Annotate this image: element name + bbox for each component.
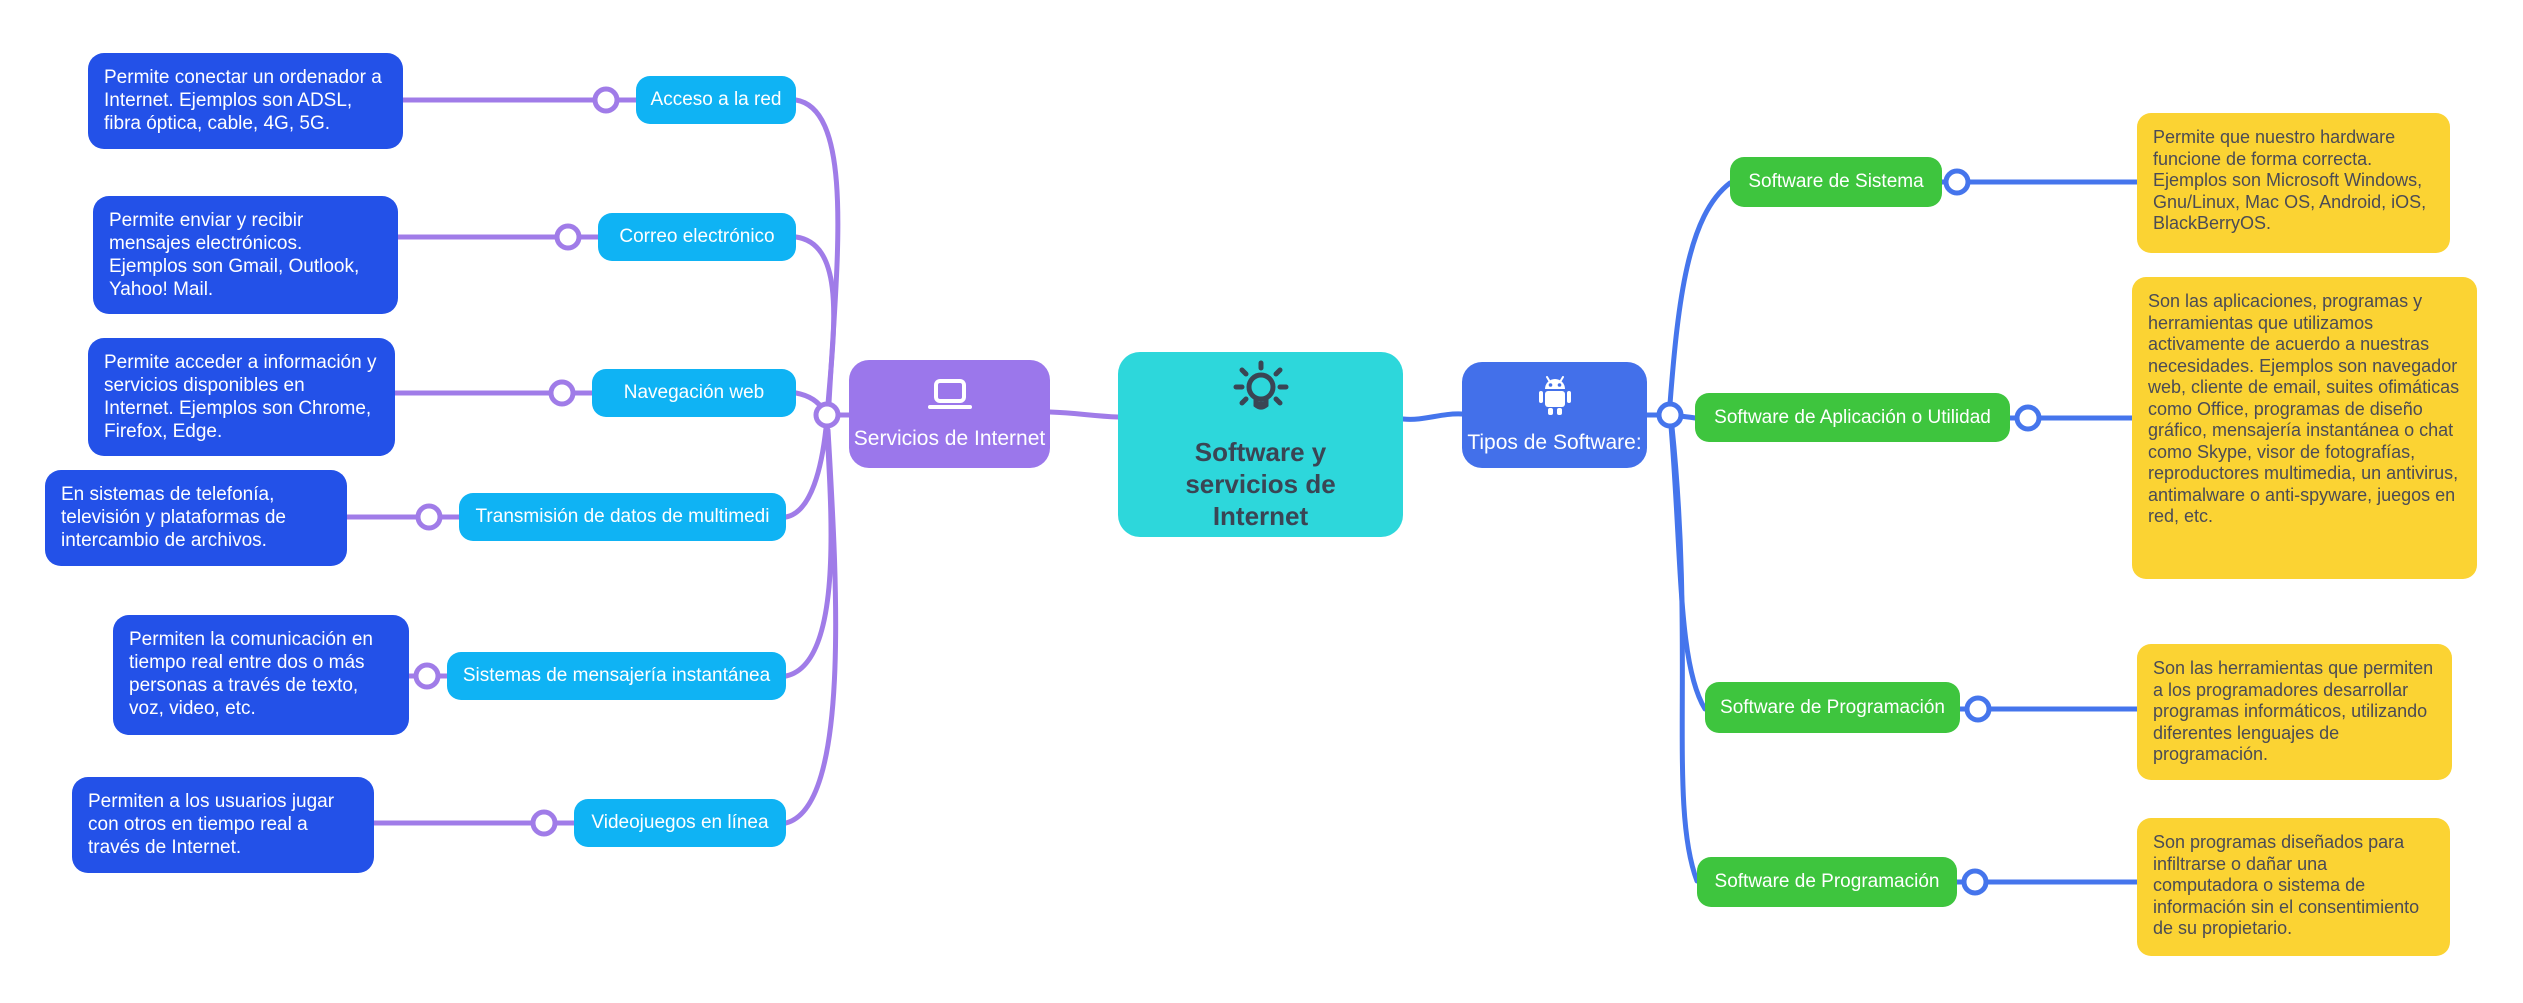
collapse-handle[interactable] <box>2014 404 2042 432</box>
central-title: Software y servicios de Internet <box>1185 437 1336 531</box>
topic-node-acceso-a-la-red[interactable]: Acceso a la red <box>636 76 796 124</box>
collapse-handle[interactable] <box>413 662 441 690</box>
note-box-navegacion[interactable]: Permite acceder a información y servicio… <box>88 338 395 456</box>
type-node-software-de-programacion-1[interactable]: Software de Programación <box>1705 682 1960 733</box>
collapse-handle[interactable] <box>1943 168 1971 196</box>
note-box-programacion[interactable]: Son las herramientas que permiten a los … <box>2137 644 2452 780</box>
collapse-handle[interactable] <box>813 401 841 429</box>
collapse-handle[interactable] <box>592 86 620 114</box>
note-box-sistema[interactable]: Permite que nuestro hardware funcione de… <box>2137 113 2450 253</box>
note-box-acceso[interactable]: Permite conectar un ordenador a Internet… <box>88 53 403 149</box>
collapse-handle[interactable] <box>548 379 576 407</box>
collapse-handle[interactable] <box>554 223 582 251</box>
branch-node-label: Tipos de Software: <box>1467 431 1642 454</box>
branch-node-servicios-de-internet[interactable]: Servicios de Internet <box>849 360 1050 468</box>
topic-node-navegacion-web[interactable]: Navegación web <box>592 369 796 417</box>
laptop-icon <box>926 377 974 419</box>
note-box-videojuegos[interactable]: Permiten a los usuarios jugar con otros … <box>72 777 374 873</box>
note-box-mensajeria[interactable]: Permiten la comunicación en tiempo real … <box>113 615 409 735</box>
branch-node-label: Servicios de Internet <box>853 427 1046 450</box>
topic-node-mensajeria-instantanea[interactable]: Sistemas de mensajería instantánea <box>447 652 786 700</box>
type-node-software-de-aplicacion[interactable]: Software de Aplicación o Utilidad <box>1695 393 2010 442</box>
note-box-transmision[interactable]: En sistemas de telefonía, televisión y p… <box>45 470 347 566</box>
branch-node-tipos-de-software[interactable]: Tipos de Software: <box>1462 362 1647 468</box>
collapse-handle[interactable] <box>1964 695 1992 723</box>
android-icon <box>1533 375 1577 423</box>
type-node-software-de-programacion-2[interactable]: Software de Programación <box>1697 857 1957 907</box>
note-box-malware[interactable]: Son programas diseñados para infiltrarse… <box>2137 818 2450 956</box>
central-node[interactable]: Software y servicios de Internet <box>1118 352 1403 537</box>
collapse-handle[interactable] <box>1656 401 1684 429</box>
collapse-handle[interactable] <box>415 503 443 531</box>
topic-node-videojuegos-en-linea[interactable]: Videojuegos en línea <box>574 799 786 847</box>
lightbulb-icon <box>1228 357 1294 426</box>
collapse-handle[interactable] <box>530 809 558 837</box>
collapse-handle[interactable] <box>1961 868 1989 896</box>
note-box-correo[interactable]: Permite enviar y recibir mensajes electr… <box>93 196 398 314</box>
topic-node-correo-electronico[interactable]: Correo electrónico <box>598 213 796 261</box>
topic-node-transmision-multimedia[interactable]: Transmisión de datos de multimedi <box>459 493 786 541</box>
type-node-software-de-sistema[interactable]: Software de Sistema <box>1730 157 1942 207</box>
note-box-aplicacion[interactable]: Son las aplicaciones, programas y herram… <box>2132 277 2477 579</box>
